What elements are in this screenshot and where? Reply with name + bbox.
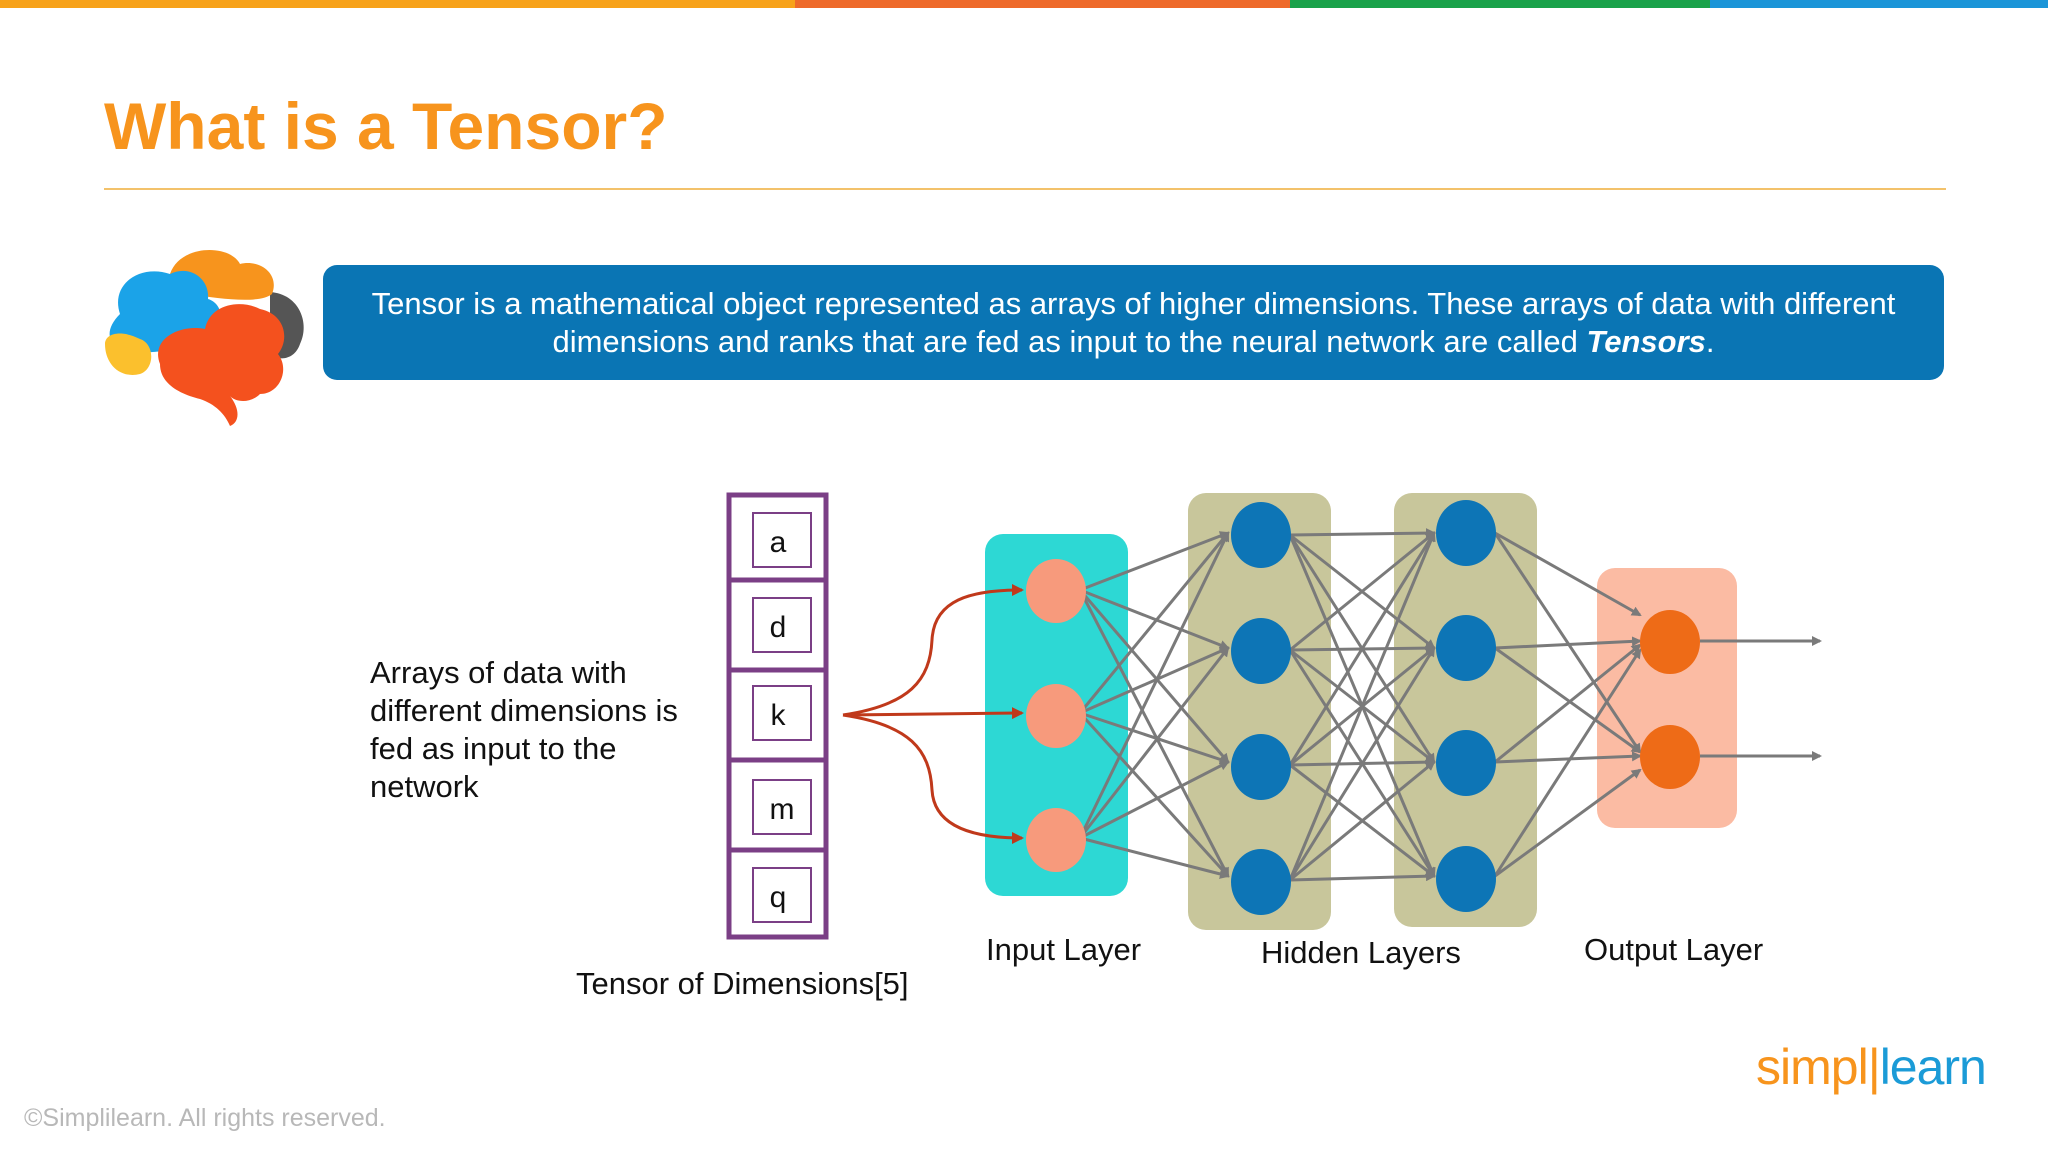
connection bbox=[1494, 646, 1642, 754]
output-node bbox=[1640, 610, 1700, 674]
tensor-caption: Tensor of Dimensions[5] bbox=[576, 966, 909, 1001]
connection bbox=[1078, 711, 1230, 878]
connection bbox=[1493, 532, 1642, 754]
definition-emphasis: Tensors bbox=[1586, 323, 1706, 359]
connection bbox=[1289, 528, 1436, 539]
connection bbox=[1078, 589, 1230, 764]
connection bbox=[1289, 531, 1436, 652]
connection bbox=[1494, 643, 1642, 764]
brain-icon bbox=[105, 250, 304, 426]
input-arrow-bottom bbox=[842, 713, 1024, 844]
copyright-notice: ©Simplilearn. All rights reserved. bbox=[24, 1104, 386, 1132]
hidden-node bbox=[1436, 615, 1496, 681]
connection bbox=[1288, 531, 1436, 766]
simplilearn-logo: simpl|learn bbox=[1756, 1038, 1987, 1096]
tensor-column: a d k m q bbox=[726, 492, 829, 940]
connection bbox=[1079, 760, 1230, 840]
topbar-segment-blue bbox=[1710, 0, 2048, 8]
tensor-cell-box bbox=[752, 597, 812, 653]
definition-box: Tensor is a mathematical object represen… bbox=[323, 265, 1944, 380]
tensor-cell-box bbox=[752, 779, 812, 835]
logo-separator: | bbox=[1867, 1039, 1881, 1095]
connection bbox=[1079, 646, 1230, 715]
topbar-segment-red bbox=[795, 0, 1290, 8]
connection bbox=[1494, 531, 1642, 617]
tensor-cell-label: a bbox=[770, 526, 787, 559]
connection bbox=[1288, 646, 1436, 881]
side-description: Arrays of data with different dimensions… bbox=[370, 655, 678, 804]
tensor-cell-label: k bbox=[771, 699, 787, 732]
connection bbox=[1288, 531, 1436, 881]
connection bbox=[1078, 531, 1230, 714]
topbar-segment-green bbox=[1290, 0, 1710, 8]
logo-text-simpl: simpl bbox=[1756, 1039, 1869, 1095]
input-node bbox=[1026, 684, 1086, 748]
output-nodes bbox=[1640, 610, 1700, 789]
output-layer-panel bbox=[1597, 568, 1737, 828]
logo-text-learn: learn bbox=[1879, 1039, 1987, 1095]
connection bbox=[1079, 711, 1230, 765]
tensor-cell-label: d bbox=[770, 611, 787, 644]
connection bbox=[1079, 588, 1230, 650]
topbar-segment-orange bbox=[0, 0, 795, 8]
tensor-input-arrows bbox=[842, 584, 1024, 844]
hidden-node bbox=[1436, 500, 1496, 566]
connection bbox=[1078, 531, 1230, 839]
tensor-cell-box bbox=[752, 867, 812, 923]
connection bbox=[1079, 836, 1230, 879]
hidden-layer-panel-1 bbox=[1188, 493, 1331, 930]
connection bbox=[1493, 648, 1642, 877]
definition-text: Tensor is a mathematical object represen… bbox=[343, 285, 1924, 361]
hidden-node bbox=[1231, 849, 1291, 915]
tensor-cell-label: m bbox=[770, 793, 795, 826]
connection bbox=[1289, 871, 1436, 882]
definition-text-main: Tensor is a mathematical object represen… bbox=[371, 285, 1896, 359]
hidden-node bbox=[1436, 730, 1496, 796]
input-node bbox=[1026, 808, 1086, 872]
input-node bbox=[1026, 559, 1086, 623]
definition-text-end: . bbox=[1705, 323, 1715, 359]
input-arrow-top bbox=[842, 584, 1024, 717]
slide-title: What is a Tensor? bbox=[104, 89, 668, 163]
hidden-nodes-1 bbox=[1231, 502, 1291, 915]
output-node bbox=[1640, 725, 1700, 789]
top-color-bar bbox=[0, 0, 2048, 8]
tensor-cell-label: q bbox=[770, 881, 787, 914]
input-layer-label: Input Layer bbox=[986, 932, 1142, 967]
hidden-node bbox=[1436, 846, 1496, 912]
tensor-cell-box bbox=[752, 685, 812, 741]
tensor-cell-box bbox=[752, 512, 812, 568]
connection bbox=[1494, 768, 1642, 878]
title-divider bbox=[104, 188, 1946, 190]
hidden-node bbox=[1231, 502, 1291, 568]
hidden-node bbox=[1231, 734, 1291, 800]
hidden-node bbox=[1231, 618, 1291, 684]
connection bbox=[1078, 646, 1230, 839]
connection bbox=[1289, 760, 1436, 882]
network-connections bbox=[1078, 528, 1822, 882]
connection bbox=[1494, 636, 1642, 650]
hidden-layer-panel-2 bbox=[1394, 493, 1537, 927]
connection bbox=[1078, 589, 1230, 878]
input-nodes bbox=[1026, 559, 1086, 872]
input-arrow-middle bbox=[842, 707, 1024, 720]
connection bbox=[1494, 751, 1642, 764]
connection bbox=[1079, 531, 1230, 592]
output-layer-label: Output Layer bbox=[1584, 932, 1764, 967]
hidden-layers-label: Hidden Layers bbox=[1261, 935, 1461, 970]
hidden-nodes-2 bbox=[1436, 500, 1496, 912]
